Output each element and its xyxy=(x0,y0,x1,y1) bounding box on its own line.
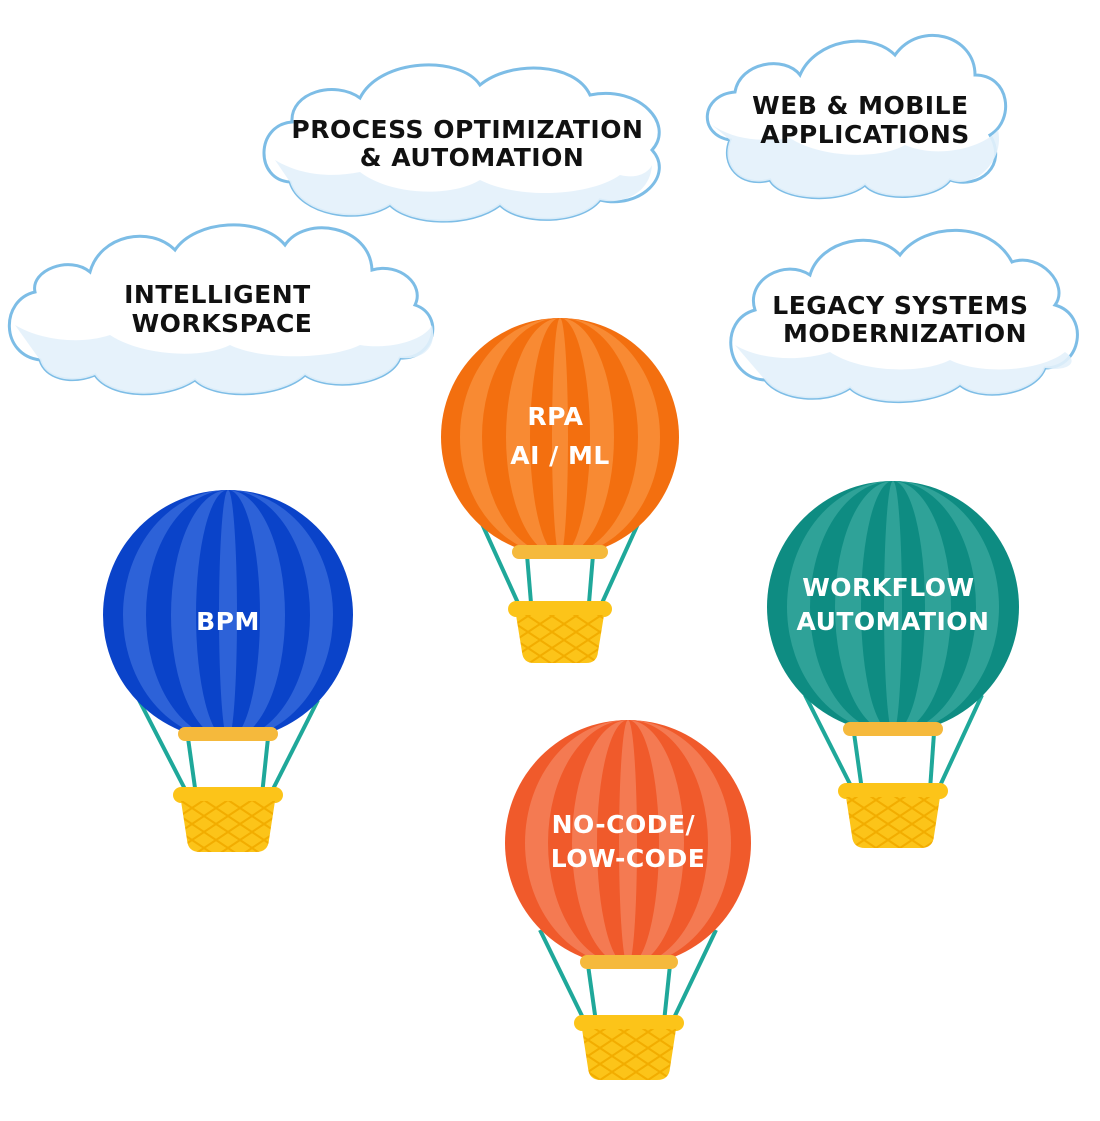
cloud-label-line: WEB & MOBILE xyxy=(752,91,968,120)
svg-text:WEB & MOBILE APPLICATION: WEB & MOBILE APPLICATIONS xyxy=(752,91,978,149)
balloon-label-line: BPM xyxy=(196,607,260,636)
balloon-label-line: AI / ML xyxy=(510,441,610,470)
balloon-label-line: WORKFLOW xyxy=(802,573,974,602)
balloon-ropes xyxy=(476,514,644,604)
balloon-band xyxy=(580,955,678,969)
cloud-legacy: LEGACY SYSTEMS MODERNIZATION xyxy=(729,228,1079,403)
balloon-envelope xyxy=(505,720,751,966)
cloud-label-line: LEGACY SYSTEMS xyxy=(772,291,1028,320)
balloon-band xyxy=(512,545,608,559)
cloud-intelligent: INTELLIGENT WORKSPACE xyxy=(7,223,435,396)
balloon-band xyxy=(178,727,278,741)
balloon-nocode: NO-CODE/ LOW-CODE xyxy=(505,720,751,1080)
balloon-label-line: LOW-CODE xyxy=(551,844,706,873)
svg-text:PROCESS OPTIMIZATION & A: PROCESS OPTIMIZATION & AUTOMATION xyxy=(291,115,652,172)
cloud-process: PROCESS OPTIMIZATION & AUTOMATION xyxy=(262,63,661,223)
balloon-label-line: NO-CODE/ xyxy=(552,810,696,839)
cloud-web: WEB & MOBILE APPLICATIONS xyxy=(705,33,1007,200)
balloon-rpa: RPA AI / ML xyxy=(441,318,679,663)
svg-text:BPM: BPM xyxy=(196,607,260,636)
svg-text:LEGACY SYSTEMS MODERNIZA: LEGACY SYSTEMS MODERNIZATION xyxy=(772,291,1037,348)
svg-text:WORKFLOW AUTOMATION: WORKFLOW AUTOMATION xyxy=(796,573,989,636)
cloud-label-line: WORKSPACE xyxy=(132,309,313,338)
balloon-ropes xyxy=(803,694,984,791)
balloon-envelope xyxy=(103,490,353,740)
balloon-envelope xyxy=(441,318,679,556)
balloon-label-line: RPA xyxy=(527,402,583,431)
balloon-envelope xyxy=(767,481,1019,733)
balloon-workflow: WORKFLOW AUTOMATION xyxy=(767,481,1019,848)
cloud-label-line: INTELLIGENT xyxy=(124,280,311,309)
cloud-label-line: PROCESS OPTIMIZATION xyxy=(291,115,643,144)
svg-text:NO-CODE/ LOW-CODE: NO-CODE/ LOW-CODE xyxy=(551,810,706,873)
basket-icon xyxy=(838,783,948,848)
svg-text:RPA AI / ML: RPA AI / ML xyxy=(510,402,610,470)
balloon-ropes xyxy=(538,929,718,1023)
basket-icon xyxy=(574,1015,684,1080)
basket-icon xyxy=(173,787,283,852)
cloud-label-line: APPLICATIONS xyxy=(760,120,970,149)
balloon-ropes xyxy=(137,699,320,796)
balloon-label-line: AUTOMATION xyxy=(796,607,989,636)
cloud-label-line: MODERNIZATION xyxy=(783,319,1027,348)
svg-text:INTELLIGENT WORKSPACE: INTELLIGENT WORKSPACE xyxy=(124,280,320,338)
cloud-label-line: & AUTOMATION xyxy=(360,143,585,172)
basket-icon xyxy=(508,601,612,663)
balloon-band xyxy=(843,722,943,736)
balloon-bpm: BPM xyxy=(103,490,353,852)
